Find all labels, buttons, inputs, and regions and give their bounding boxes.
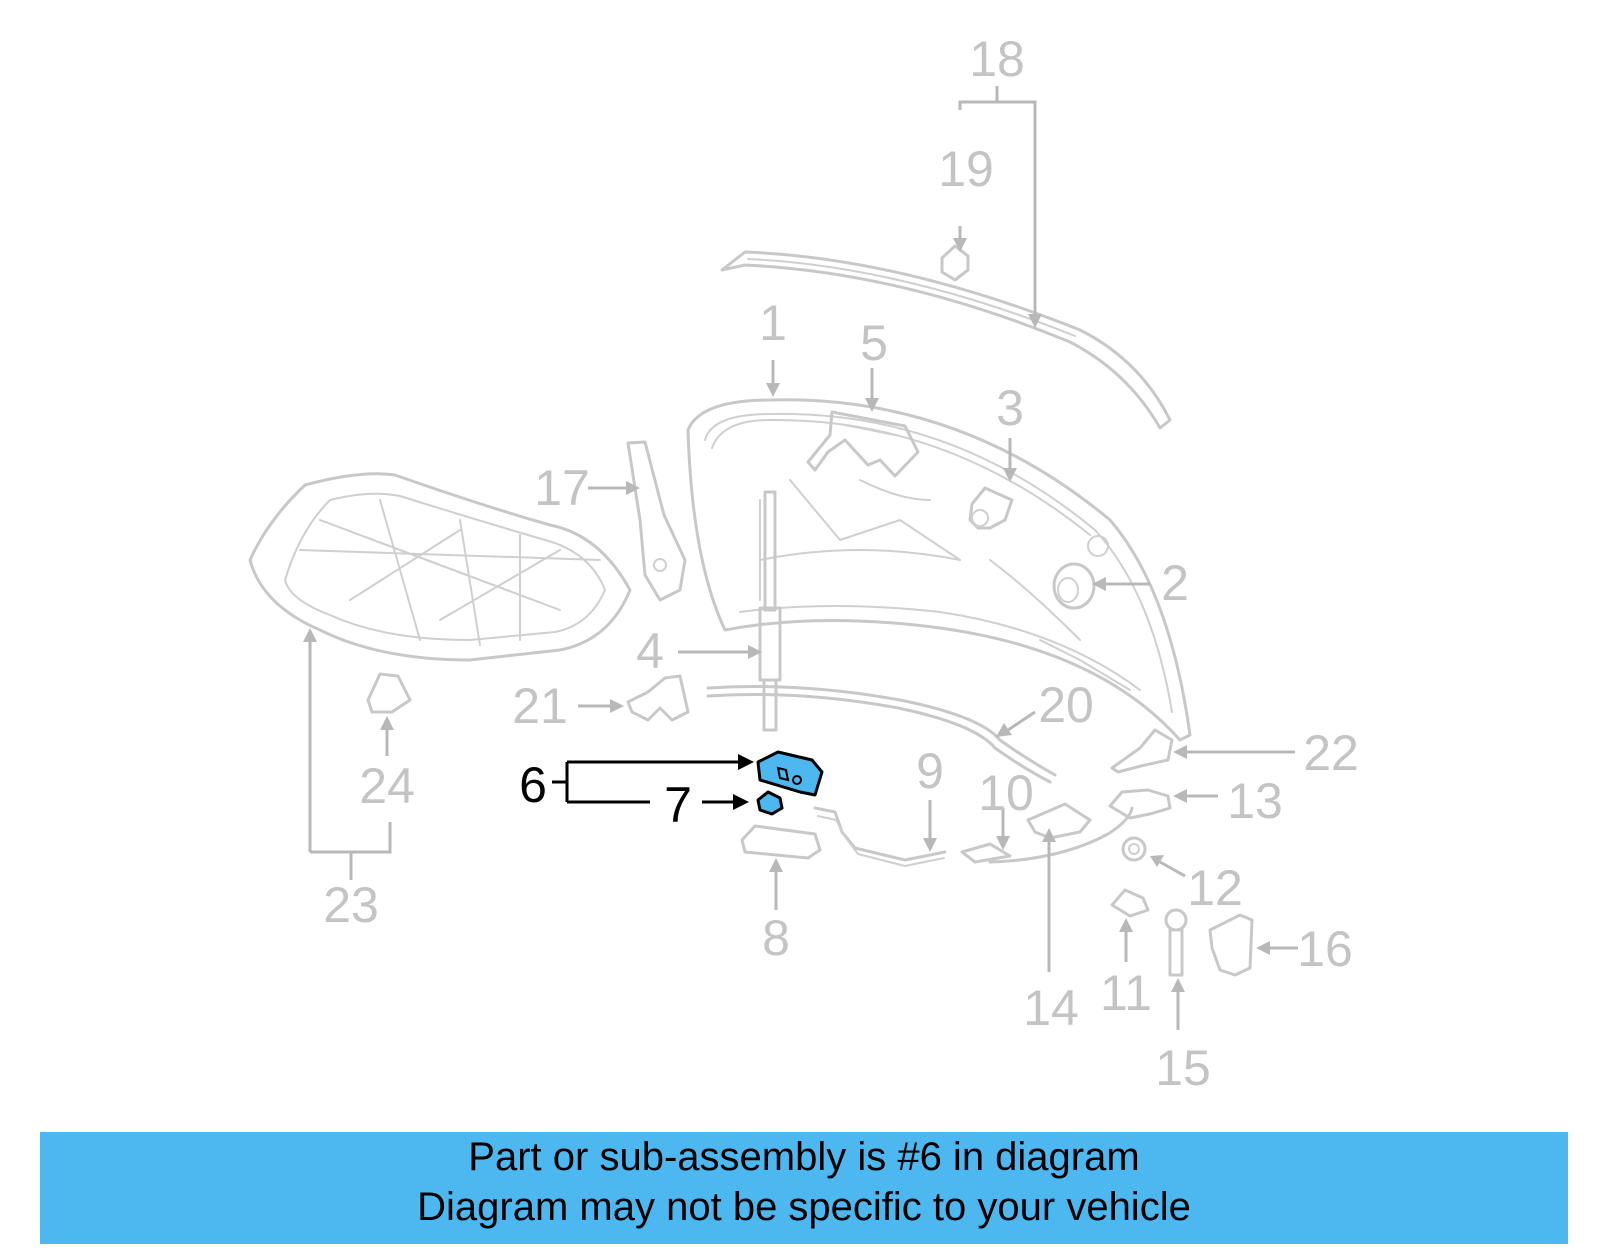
callout-23: 23 — [323, 877, 379, 933]
part-1-hood[interactable] — [686, 398, 1192, 742]
callout-21: 21 — [512, 678, 568, 734]
highlight-leaders — [552, 754, 754, 810]
callout-7: 7 — [664, 777, 692, 833]
leader-lines — [303, 86, 1298, 1030]
part-9-rod[interactable] — [813, 806, 947, 867]
callout-16: 16 — [1297, 921, 1353, 977]
part-4-strut[interactable] — [758, 490, 782, 732]
callout-3: 3 — [996, 380, 1024, 436]
part-10-lever[interactable] — [960, 842, 1012, 864]
part-16-bracket[interactable] — [1208, 913, 1254, 977]
part-17-hinge[interactable] — [626, 440, 687, 602]
callout-8: 8 — [762, 910, 790, 966]
callout-13: 13 — [1227, 773, 1283, 829]
callout-9: 9 — [916, 743, 944, 799]
part-7-clip[interactable] — [756, 790, 784, 816]
callout-6: 6 — [519, 757, 547, 813]
callout-14: 14 — [1023, 980, 1079, 1036]
callout-labels: 18 19 1 5 3 2 17 4 21 20 22 24 23 9 10 1… — [323, 31, 1359, 1096]
callout-20: 20 — [1038, 677, 1094, 733]
part-13-handle[interactable] — [1108, 788, 1172, 820]
info-banner: Part or sub-assembly is #6 in diagram Di… — [40, 1132, 1568, 1244]
part-11-clip[interactable] — [1110, 888, 1150, 918]
callout-12: 12 — [1187, 860, 1243, 916]
part-5-latch[interactable] — [806, 410, 920, 478]
callout-11: 11 — [1100, 965, 1152, 1021]
callout-2: 2 — [1161, 555, 1189, 611]
callout-22: 22 — [1303, 725, 1359, 781]
part-15-bolt[interactable] — [1164, 908, 1188, 977]
part-6-lock[interactable] — [756, 750, 824, 797]
callout-18: 18 — [969, 31, 1025, 87]
callout-17: 17 — [534, 460, 590, 516]
part-24-retainer[interactable] — [366, 672, 412, 714]
part-12-grommet[interactable] — [1121, 836, 1147, 862]
callout-5: 5 — [860, 315, 888, 371]
part-3-bumper[interactable] — [968, 486, 1014, 530]
part-8-cover[interactable] — [740, 824, 822, 860]
banner-line-2: Diagram may not be specific to your vehi… — [417, 1185, 1191, 1229]
callout-4: 4 — [636, 623, 664, 679]
callout-15: 15 — [1155, 1040, 1211, 1096]
callout-24: 24 — [359, 758, 415, 814]
callout-1: 1 — [759, 295, 787, 351]
part-2-bumper[interactable] — [1052, 562, 1096, 610]
part-18-weatherstrip[interactable] — [720, 250, 1172, 430]
callout-19: 19 — [938, 141, 994, 197]
banner-line-1: Part or sub-assembly is #6 in diagram — [468, 1135, 1140, 1179]
part-23-insulator[interactable] — [248, 472, 632, 662]
part-21-bracket[interactable] — [626, 674, 690, 722]
part-19-clip[interactable] — [940, 244, 970, 282]
part-22-hook[interactable] — [1110, 728, 1174, 774]
callout-10: 10 — [978, 765, 1034, 821]
part-20-cable[interactable] — [706, 685, 1057, 784]
